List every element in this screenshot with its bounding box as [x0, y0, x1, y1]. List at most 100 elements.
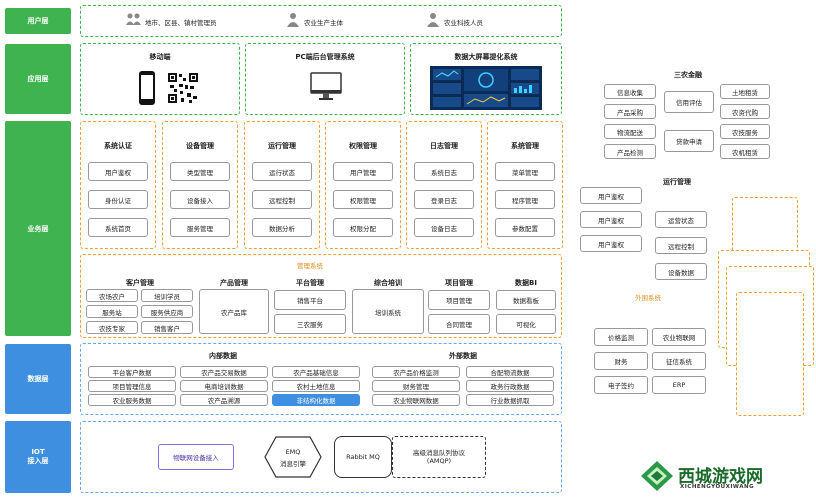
module-item[interactable]: 系统日志	[414, 162, 474, 181]
module-item[interactable]: 设备接入	[170, 190, 230, 209]
management-system-label: 管理系统	[295, 260, 325, 270]
external-data-item[interactable]: 行业数据抓取	[466, 394, 554, 406]
customer-item[interactable]: 农场农户	[86, 289, 138, 302]
platform-item[interactable]: 销售平台	[274, 290, 346, 310]
watermark-logo-icon	[641, 461, 673, 491]
module-item[interactable]: 菜单管理	[495, 162, 555, 181]
finance-left-item[interactable]: 产品采购	[604, 104, 656, 119]
person-icon	[287, 13, 299, 27]
operation-left-item[interactable]: 用户鉴权	[580, 235, 642, 252]
operation-right-item[interactable]: 运营状态	[655, 211, 707, 228]
external-system-label: 外围系统	[633, 292, 663, 302]
customer-item[interactable]: 服务站	[86, 305, 138, 318]
module-item[interactable]: 权限管理	[333, 190, 393, 209]
module-item[interactable]: 权限分配	[333, 218, 393, 237]
module-box	[80, 121, 156, 249]
management-system-box	[80, 254, 562, 338]
external-data-item[interactable]: 政务行政数据	[466, 380, 554, 392]
module-item[interactable]: 参数配置	[495, 218, 555, 237]
project-item[interactable]: 项目管理	[428, 290, 490, 310]
internal-data-item[interactable]: 农产品交易数据	[180, 366, 268, 378]
platform-item[interactable]: 三农服务	[274, 314, 346, 334]
module-title: 运行管理	[268, 142, 296, 150]
training-title: 综合培训	[374, 279, 402, 287]
training-item[interactable]: 培训系统	[352, 289, 424, 334]
internal-data-item[interactable]: 农产品基础信息	[272, 366, 360, 378]
finance-right-item[interactable]: 土地租赁	[720, 84, 770, 99]
customer-item[interactable]: 农技专家	[86, 321, 138, 334]
watermark-subtext: XICHENGYOUXIWANG	[680, 484, 755, 490]
internal-data-item[interactable]: 项目管理信息	[88, 380, 176, 392]
module-item[interactable]: 身份认证	[88, 190, 148, 209]
amqp-sub-label: (AMQP)	[426, 457, 452, 465]
operation-right-item[interactable]: 远程控制	[655, 237, 707, 254]
bigscreen-app-box	[410, 43, 562, 115]
finance-left-item[interactable]: 信息收集	[604, 84, 656, 99]
external-system-item[interactable]: 电子签约	[594, 376, 648, 394]
customer-item[interactable]: 培训学员	[141, 289, 193, 302]
internal-data-item[interactable]: 非结构化数据	[272, 394, 360, 406]
finance-center-item[interactable]: 信用评估	[664, 91, 714, 113]
internal-data-item[interactable]: 农产品溯源	[180, 394, 268, 406]
product-item[interactable]: 农产品库	[199, 289, 269, 334]
module-item[interactable]: 登录日志	[414, 190, 474, 209]
external-system-item[interactable]: 征信系统	[652, 352, 706, 370]
customer-mgmt-title: 客户管理	[126, 279, 154, 287]
module-item[interactable]: 系统首页	[88, 218, 148, 237]
external-data-item[interactable]: 财务管理	[372, 380, 460, 392]
amqp-box	[392, 436, 486, 478]
platform-mgmt-title: 平台管理	[296, 279, 324, 287]
operation-right-item[interactable]: 设备数据	[655, 263, 707, 280]
module-box	[325, 121, 401, 249]
internal-data-title: 内部数据	[209, 352, 237, 360]
internal-data-item[interactable]: 农业服务数据	[88, 394, 176, 406]
finance-left-item[interactable]: 产品检测	[604, 144, 656, 159]
external-system-item[interactable]: 财务	[594, 352, 648, 370]
module-title: 权限管理	[349, 142, 377, 150]
module-item[interactable]: 类型管理	[170, 162, 230, 181]
project-item[interactable]: 合同管理	[428, 314, 490, 334]
external-system-item[interactable]: ERP	[652, 376, 706, 394]
finance-center-item[interactable]: 贷款申请	[664, 130, 714, 152]
internal-data-item[interactable]: 农村土地信息	[272, 380, 360, 392]
module-item[interactable]: 远程控制	[252, 190, 312, 209]
finance-right-item[interactable]: 农资代购	[720, 104, 770, 119]
qr-code-icon	[167, 72, 199, 104]
databi-item[interactable]: 可视化	[496, 314, 556, 334]
operation-left-item[interactable]: 用户鉴权	[580, 211, 642, 228]
module-item[interactable]: 程序管理	[495, 190, 555, 209]
project-mgmt-title: 项目管理	[445, 279, 473, 287]
module-title: 系统管理	[511, 142, 539, 150]
customer-item[interactable]: 销售客户	[141, 321, 193, 334]
module-item[interactable]: 数据分析	[252, 218, 312, 237]
user-role-tech: 农业科技人员	[444, 19, 483, 27]
external-system-item[interactable]: 价格监测	[594, 328, 648, 346]
module-item[interactable]: 设备日志	[414, 218, 474, 237]
module-item[interactable]: 运行状态	[252, 162, 312, 181]
module-item[interactable]: 用户鉴权	[88, 162, 148, 181]
finance-left-item[interactable]: 物流配送	[604, 124, 656, 139]
user-layer-box	[80, 5, 562, 37]
finance-right-item[interactable]: 农机租赁	[720, 144, 770, 159]
external-data-item[interactable]: 农产品价格监测	[372, 366, 460, 378]
stack-panel-4	[736, 292, 804, 416]
app-layer-label: 应用层	[5, 44, 71, 114]
module-item[interactable]: 服务管理	[170, 218, 230, 237]
rabbit-mq-box[interactable]: Rabbit MQ	[334, 436, 392, 478]
operation-left-item[interactable]: 用户鉴权	[580, 187, 642, 204]
external-data-item[interactable]: 合配物流数据	[466, 366, 554, 378]
external-system-item[interactable]: 农业物联网	[652, 328, 706, 346]
external-data-item[interactable]: 农业物联网数据	[372, 394, 460, 406]
internal-data-item[interactable]: 电商培训数据	[180, 380, 268, 392]
person-icon	[427, 13, 439, 27]
monitor-icon	[310, 72, 342, 100]
group-person-icon	[126, 13, 141, 25]
customer-item[interactable]: 服务供应商	[141, 305, 193, 318]
databi-item[interactable]: 数据看板	[496, 290, 556, 310]
emq-hexagon	[264, 436, 322, 478]
iot-device-access[interactable]: 物联网设备接入	[158, 444, 234, 470]
iot-label-line2: 接入层	[27, 457, 49, 465]
finance-right-item[interactable]: 农技服务	[720, 124, 770, 139]
module-item[interactable]: 用户管理	[333, 162, 393, 181]
internal-data-item[interactable]: 平台客户数据	[88, 366, 176, 378]
